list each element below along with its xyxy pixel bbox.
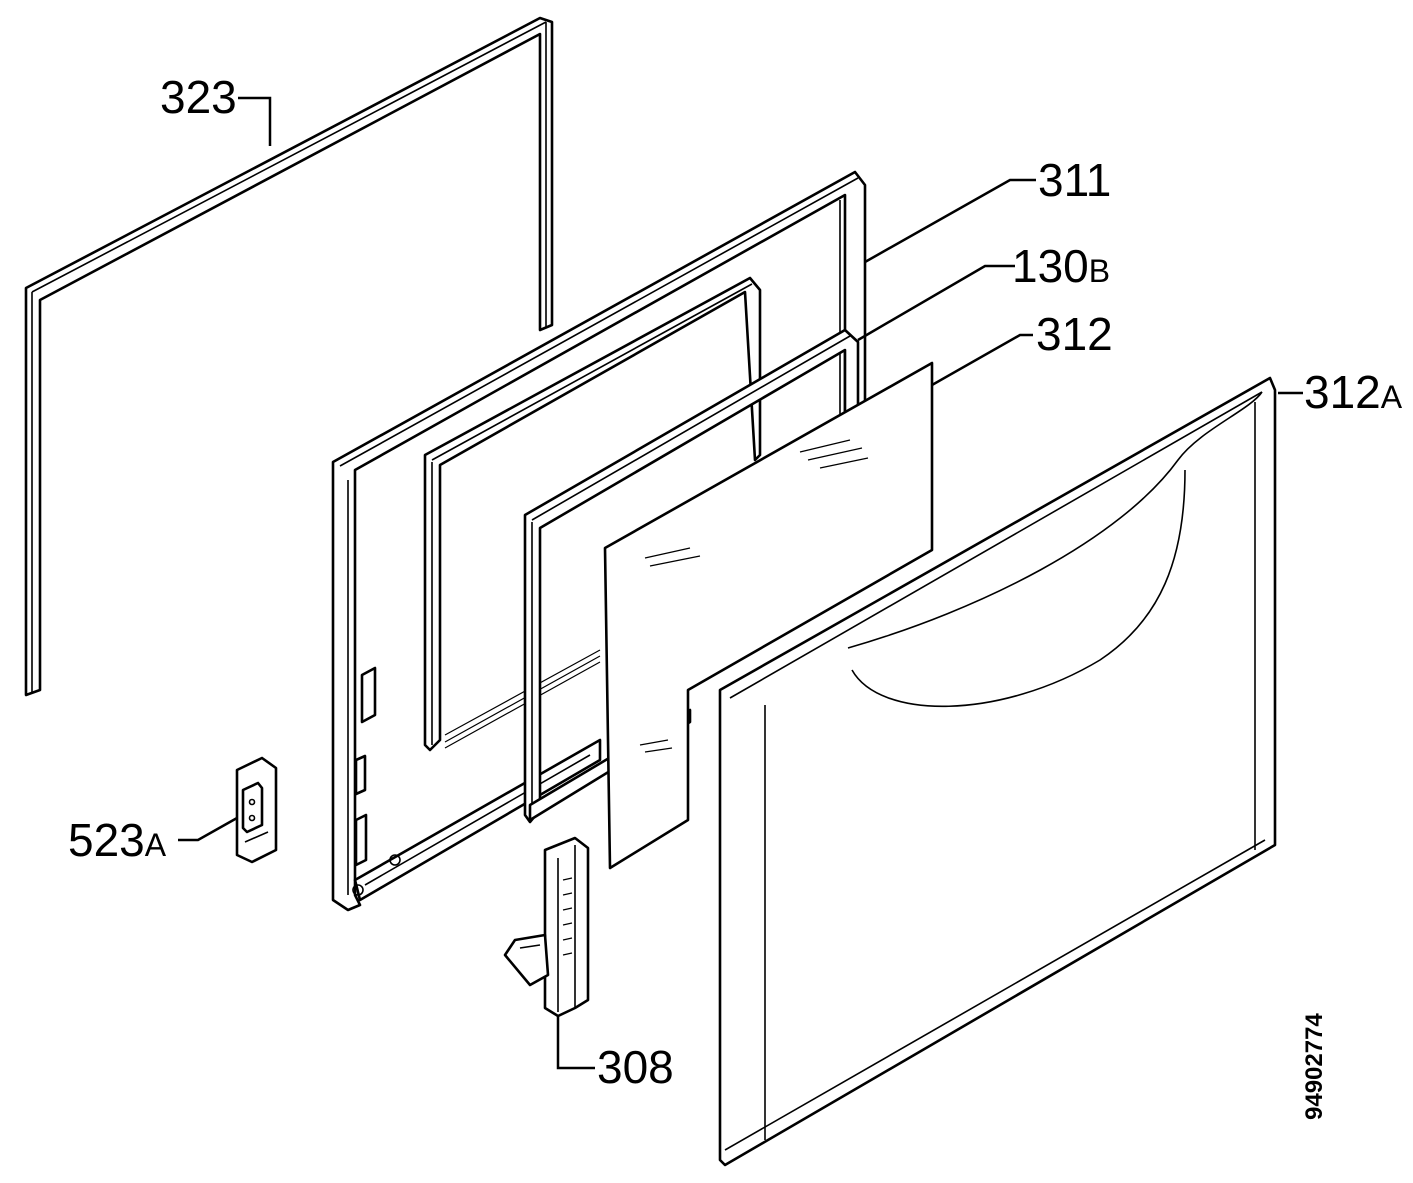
label-323: 323 <box>160 71 237 123</box>
label-523a: 523A <box>68 814 167 866</box>
leader-308 <box>556 1016 595 1070</box>
part-308-hinge <box>503 836 590 1018</box>
label-311: 311 <box>1038 154 1111 206</box>
part-323-door-gasket <box>24 16 554 697</box>
leader-311 <box>864 178 1036 264</box>
leader-323 <box>238 96 272 146</box>
leader-523a <box>178 816 238 842</box>
leader-312 <box>931 333 1033 387</box>
part-312-glass-pane <box>603 361 934 870</box>
part-523a-switch <box>235 756 278 864</box>
label-312a: 312A <box>1304 366 1403 418</box>
leader-lines <box>178 96 1303 1070</box>
leader-130b <box>857 264 1015 342</box>
label-312: 312 <box>1036 308 1113 360</box>
part-312a-outer-panel <box>718 376 1277 1167</box>
drawing-code: 94902774 <box>1301 1013 1328 1120</box>
label-308: 308 <box>597 1041 674 1093</box>
label-130b: 130B <box>1012 240 1110 292</box>
